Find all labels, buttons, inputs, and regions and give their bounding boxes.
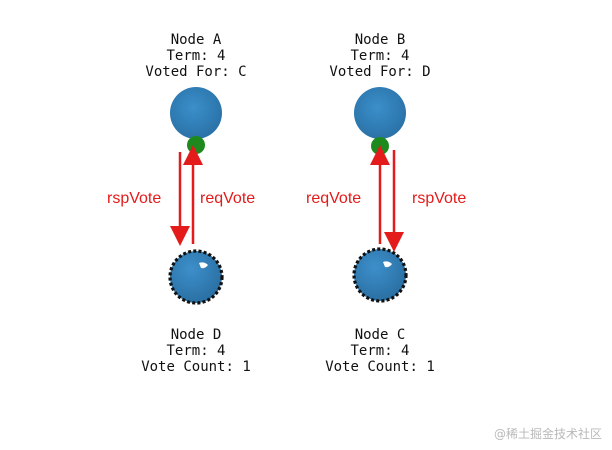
node-a-circle <box>170 87 222 154</box>
node-d-name: Node D <box>170 327 222 343</box>
node-d-vote-count: Vote Count: 1 <box>141 359 251 375</box>
node-b-term: Term: 4 <box>350 48 410 64</box>
watermark: @稀土掘金技术社区 <box>493 427 602 441</box>
right-rspvote-label: rspVote <box>412 190 467 207</box>
node-a-info: Node A Term: 4 Voted For: C <box>101 32 291 80</box>
node-c-term: Term: 4 <box>350 343 410 359</box>
node-d-circle <box>168 249 224 305</box>
left-reqvote-label: reqVote <box>200 190 256 207</box>
node-b-info: Node B Term: 4 Voted For: D <box>285 32 475 80</box>
node-d-highlight <box>199 262 208 269</box>
node-a-name: Node A <box>170 32 222 48</box>
node-b-badge <box>371 137 389 155</box>
node-c-name: Node C <box>354 327 406 343</box>
node-a-term: Term: 4 <box>166 48 226 64</box>
node-a-voted-for: Voted For: C <box>145 64 247 80</box>
right-reqvote-label: reqVote <box>306 190 362 207</box>
node-a-badge <box>187 136 205 154</box>
node-c-info: Node C Term: 4 Vote Count: 1 <box>285 327 475 375</box>
node-c-circle <box>352 247 408 303</box>
node-b-circle <box>354 87 406 155</box>
node-b-voted-for: Voted For: D <box>329 64 431 80</box>
left-rspvote-label: rspVote <box>107 190 162 207</box>
node-d-info: Node D Term: 4 Vote Count: 1 <box>101 327 291 375</box>
node-b-name: Node B <box>354 32 406 48</box>
node-d-term: Term: 4 <box>166 343 226 359</box>
node-c-highlight <box>383 261 392 268</box>
node-c-vote-count: Vote Count: 1 <box>325 359 435 375</box>
